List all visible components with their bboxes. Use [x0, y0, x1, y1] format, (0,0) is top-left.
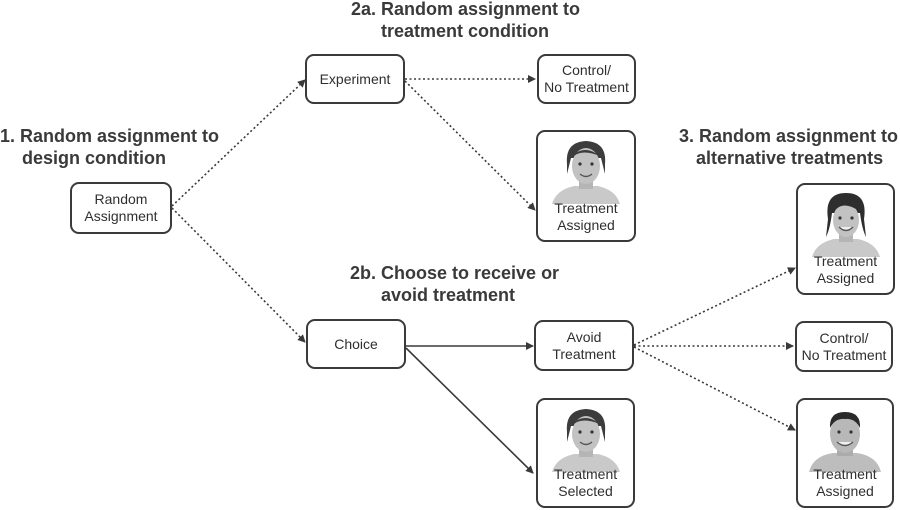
heading-step-2b-line1: 2b. Choose to receive or	[350, 263, 560, 283]
heading-step-1-line1: 1. Random assignment to	[0, 126, 220, 146]
node-experiment: Experiment	[305, 54, 405, 104]
heading-step-2b: 2b. Choose to receive or avoid treatment	[350, 262, 559, 306]
woman-face-icon	[538, 404, 633, 472]
heading-step-2a: 2a. Random assignment to treatment condi…	[351, 0, 580, 42]
caption-line1: Treatment	[813, 466, 877, 482]
node-avoid-treatment-line2: Treatment	[552, 345, 616, 362]
arrow-avoid-to-assigned-bottom	[633, 346, 796, 431]
node-treatment-assigned-top-caption: Treatment Assigned	[538, 200, 634, 234]
node-control-top-line2: No Treatment	[544, 79, 629, 95]
caption-line2: Selected	[558, 483, 613, 499]
heading-step-3-line1: 3. Random assignment to	[679, 126, 899, 146]
caption-line2: Assigned	[816, 270, 875, 286]
arrow-random-to-choice	[171, 207, 306, 343]
arrow-experiment-to-treatment	[404, 80, 536, 211]
heading-step-2a-line2: treatment condition	[381, 21, 550, 41]
heading-step-2b-line2: avoid treatment	[381, 285, 516, 305]
node-avoid-treatment-line1: Avoid	[566, 328, 602, 345]
node-random-assignment-line2: Assignment	[84, 208, 158, 224]
node-choice-label: Choice	[334, 335, 378, 352]
node-choice: Choice	[306, 319, 406, 369]
heading-step-2a-line1: 2a. Random assignment to	[351, 0, 581, 19]
heading-step-3: 3. Random assignment to alternative trea…	[679, 125, 898, 169]
node-treatment-assigned-right-bottom: Treatment Assigned	[796, 398, 894, 508]
node-control-right-line2: No Treatment	[801, 346, 887, 363]
caption-line2: Assigned	[557, 217, 615, 233]
caption-line1: Treatment	[813, 253, 878, 269]
node-treatment-selected: Treatment Selected	[536, 398, 635, 508]
node-treatment-assigned-top: Treatment Assigned	[536, 130, 636, 242]
arrow-avoid-to-assigned-top	[633, 267, 796, 346]
node-random-assignment: Random Assignment	[70, 182, 172, 234]
heading-step-1-line2: design condition	[22, 148, 166, 168]
node-control-top-line1: Control/	[561, 62, 611, 78]
node-treatment-selected-caption: Treatment Selected	[538, 466, 633, 500]
woman-face-icon	[538, 136, 634, 204]
man-face-icon	[798, 404, 892, 472]
node-random-assignment-line1: Random	[94, 191, 148, 207]
node-treatment-assigned-right-top-caption: Treatment Assigned	[798, 253, 893, 287]
node-treatment-assigned-right-top: Treatment Assigned	[796, 183, 895, 295]
arrow-random-to-experiment	[171, 79, 306, 207]
caption-line2: Assigned	[816, 483, 874, 499]
node-avoid-treatment: Avoid Treatment	[534, 320, 634, 371]
heading-step-1: 1. Random assignment to design condition	[0, 125, 219, 169]
caption-line1: Treatment	[553, 466, 618, 482]
node-experiment-label: Experiment	[319, 70, 391, 87]
node-control-right: Control/ No Treatment	[795, 321, 893, 372]
node-control-right-line1: Control/	[819, 329, 869, 346]
arrow-choice-to-selected	[405, 347, 534, 474]
woman-face-icon	[798, 189, 893, 257]
node-treatment-assigned-right-bottom-caption: Treatment Assigned	[798, 466, 892, 500]
node-control-top: Control/ No Treatment	[537, 54, 636, 104]
heading-step-3-line2: alternative treatments	[696, 148, 884, 168]
caption-line1: Treatment	[554, 200, 618, 216]
